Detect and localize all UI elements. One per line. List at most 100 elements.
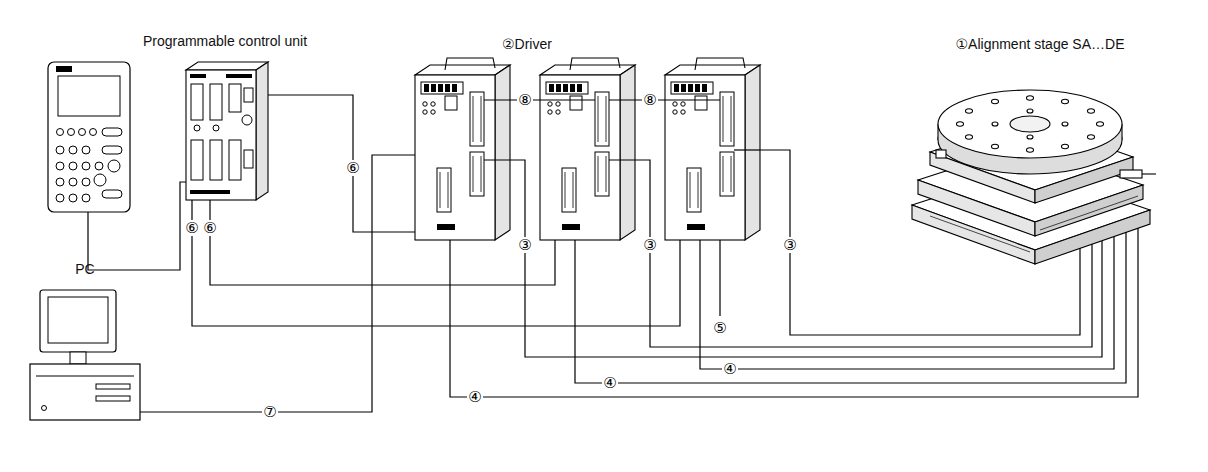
line-art [82, 162, 90, 170]
line-art [242, 115, 252, 125]
line-art [719, 240, 720, 316]
cable-connector [760, 150, 1080, 335]
device-heading: PC [75, 260, 94, 278]
line-art [94, 174, 106, 186]
line-art [540, 58, 635, 240]
line-art [936, 150, 946, 158]
line-art [1088, 135, 1095, 139]
line-art [102, 190, 122, 198]
callout-number: ⑦ [262, 404, 277, 420]
line-art [40, 290, 116, 352]
line-art [966, 109, 973, 113]
line-art [966, 135, 973, 139]
device-node: ①Alignment stage SA…DE [905, 62, 1155, 268]
device-heading: ①Alignment stage SA…DE [956, 35, 1125, 53]
line-art [609, 160, 1092, 347]
line-art [69, 178, 77, 186]
line-art [190, 74, 206, 78]
callout-number: ⑥ [345, 160, 360, 176]
line-art [415, 58, 510, 240]
line-art [1120, 170, 1142, 178]
line-art [1088, 109, 1095, 113]
line-art [96, 396, 130, 401]
line-art [96, 384, 130, 389]
line-art [1040, 196, 1138, 230]
line-art [57, 129, 64, 136]
line-art [1027, 96, 1034, 100]
callout-number: ③ [782, 237, 797, 253]
line-art [244, 88, 253, 102]
cable [88, 100, 1138, 397]
line-art [79, 129, 86, 136]
line-art [1079, 248, 1080, 268]
line-art [82, 178, 90, 186]
line-art [1062, 144, 1069, 148]
line-art [229, 84, 241, 112]
line-art [56, 162, 64, 170]
line-art [58, 76, 120, 116]
line-art [1027, 109, 1033, 113]
line-art [56, 194, 64, 202]
line-art [1010, 116, 1050, 132]
line-art [1142, 173, 1156, 174]
callout-number: ⑧ [642, 92, 657, 108]
line-art [36, 376, 134, 377]
callout-number: ⑥ [202, 220, 217, 236]
line-art [108, 160, 120, 172]
device-node: Programmable control unit [186, 62, 268, 200]
line-art [68, 129, 75, 136]
device-node: ②Driver [415, 65, 760, 240]
line-art [186, 62, 268, 70]
line-art [1027, 135, 1033, 139]
device-heading: ②Driver [502, 35, 552, 53]
callout-number: ③ [642, 237, 657, 253]
callout-number: ④ [722, 361, 737, 377]
line-art [1062, 122, 1068, 126]
line-art [95, 162, 103, 170]
line-art [609, 99, 720, 100]
line-art [56, 146, 64, 154]
line-art [186, 70, 256, 200]
line-art [575, 232, 1126, 383]
line-art [992, 144, 999, 148]
device-heading: Programmable control unit [143, 32, 307, 50]
line-art [734, 149, 760, 150]
personal-computer [30, 290, 140, 420]
line-art [191, 84, 203, 120]
line-art [42, 406, 47, 411]
line-art [48, 62, 130, 212]
teach-pendant [48, 62, 130, 212]
line-art [69, 146, 77, 154]
line-art [210, 200, 555, 285]
line-art [226, 74, 252, 78]
line-art [194, 125, 200, 131]
line-art [1062, 99, 1069, 103]
line-art [102, 146, 122, 154]
device-node: PC [30, 290, 140, 420]
callout-number: ④ [602, 375, 617, 391]
line-art [102, 128, 122, 136]
alignment-stage [912, 90, 1156, 264]
callout-number: ⑧ [517, 92, 532, 108]
line-art [191, 140, 203, 180]
line-art [256, 62, 268, 200]
line-art [192, 200, 680, 326]
cable-connector [140, 155, 415, 412]
line-art [665, 58, 760, 240]
line-art [82, 146, 90, 154]
line-art [213, 125, 219, 131]
cable-connector [268, 95, 415, 232]
line-art [30, 364, 140, 420]
line-art [82, 194, 90, 202]
callout-number: ⑤ [712, 320, 727, 336]
line-art [48, 297, 108, 343]
line-art [484, 99, 595, 100]
line-art [700, 237, 1114, 369]
line-art [70, 352, 86, 364]
line-art [210, 140, 222, 180]
line-art [210, 84, 222, 120]
control-unit-cabinet [186, 62, 268, 200]
